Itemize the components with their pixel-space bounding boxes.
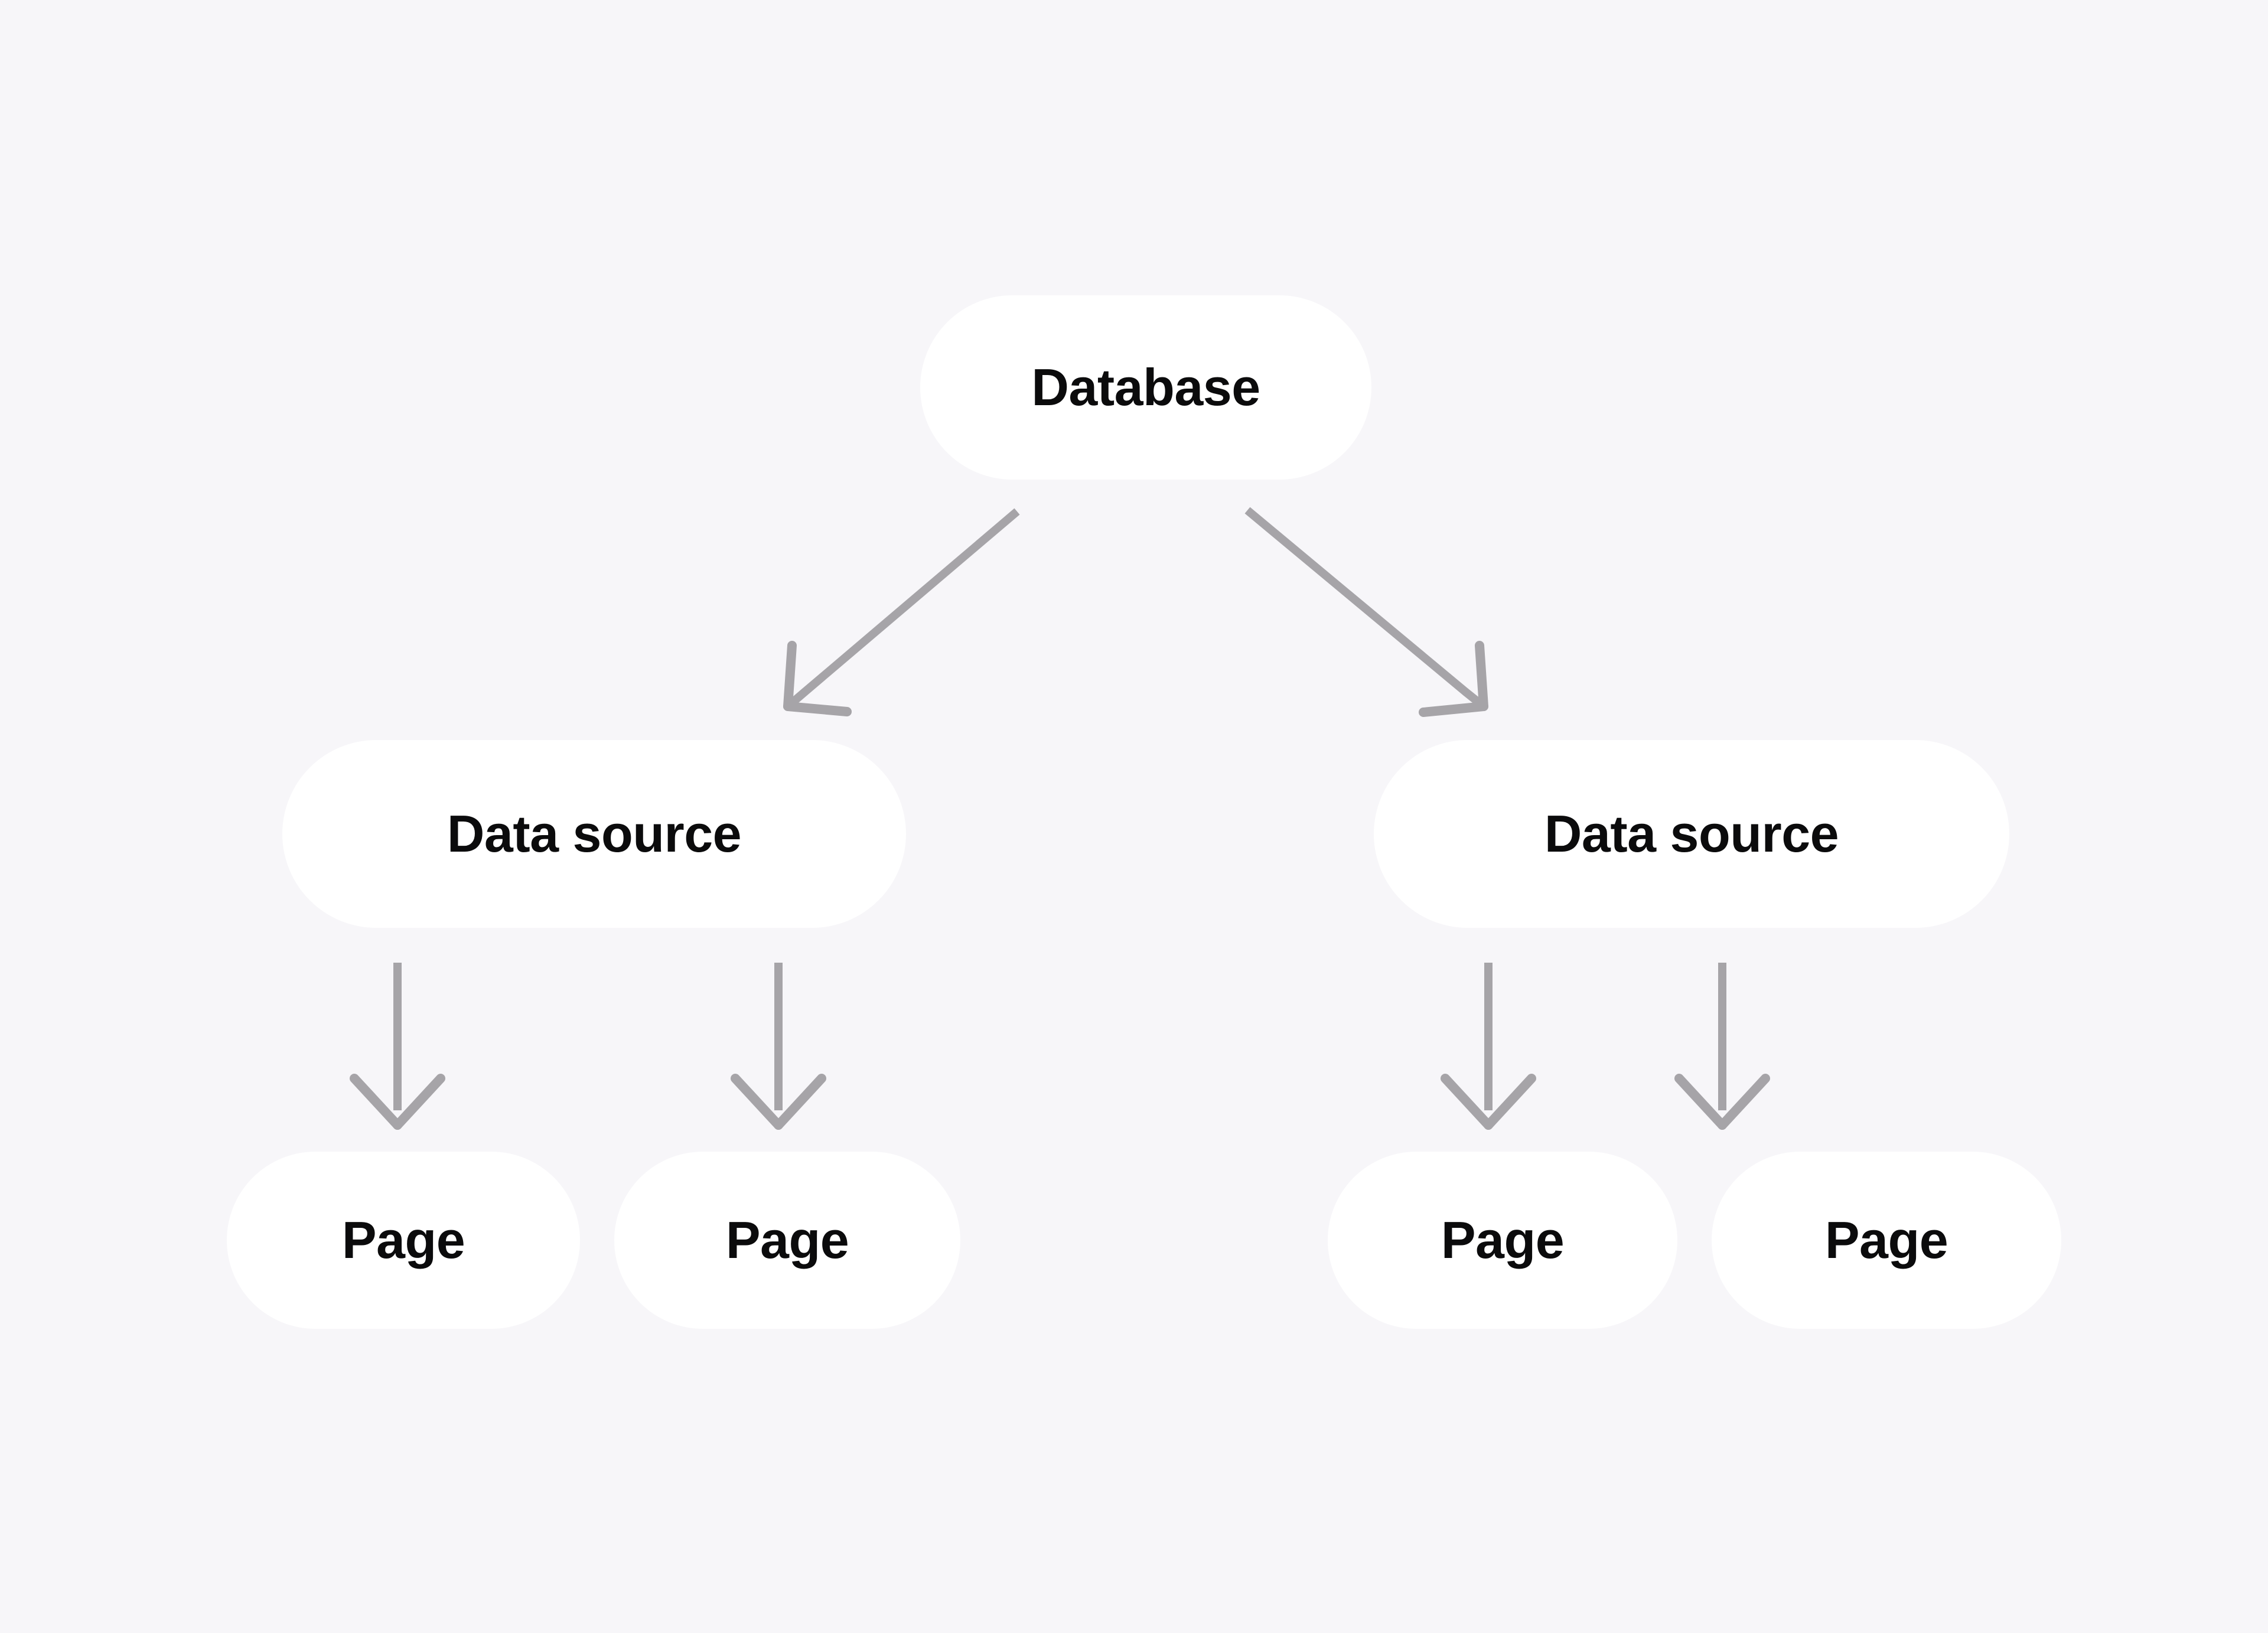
node-page-4[interactable]: Page (1712, 1152, 2061, 1329)
edge-database-to-datasource-left (783, 508, 1020, 716)
node-page-1-label: Page (341, 1211, 465, 1269)
arrowhead-wing-right (1718, 1074, 1770, 1130)
arrowhead-wing-left (1674, 1074, 1727, 1130)
arrowhead-wing-right (774, 1074, 826, 1130)
node-page-3[interactable]: Page (1328, 1152, 1677, 1329)
arrowhead-wing-right (1484, 1074, 1536, 1130)
arrowhead-wing-left (350, 1074, 402, 1130)
node-page-3-label: Page (1441, 1211, 1565, 1269)
node-datasource-left-label: Data source (447, 804, 742, 863)
edge-datasource-right-to-page-4 (1674, 963, 1770, 1130)
node-database-label: Database (1031, 358, 1260, 416)
arrowhead-wing-upper (783, 641, 797, 711)
arrowhead-wing-right (393, 1074, 445, 1130)
node-datasource-left[interactable]: Data source (282, 740, 906, 928)
edge-datasource-left-to-page-2 (731, 963, 826, 1130)
node-datasource-right[interactable]: Data source (1374, 740, 2009, 928)
arrowhead-wing-lower (1419, 702, 1488, 717)
arrowhead-tip (784, 688, 809, 710)
arrowhead-wing-left (1441, 1074, 1493, 1130)
node-datasource-right-label: Data source (1544, 804, 1839, 863)
arrowhead-wing-upper (1475, 641, 1488, 711)
arrowhead-tip (1462, 688, 1488, 710)
edge-line (1244, 507, 1469, 696)
edge-datasource-left-to-page-1 (350, 963, 445, 1130)
arrowhead-wing-lower (783, 702, 852, 716)
node-page-2-label: Page (725, 1211, 849, 1269)
edge-datasource-right-to-page-3 (1441, 963, 1536, 1130)
node-page-4-label: Page (1824, 1211, 1948, 1269)
node-page-1[interactable]: Page (227, 1152, 580, 1329)
edge-database-to-datasource-right (1244, 507, 1488, 717)
arrowhead-wing-left (731, 1074, 783, 1130)
edge-line (801, 508, 1020, 696)
node-page-2[interactable]: Page (614, 1152, 960, 1329)
node-database[interactable]: Database (920, 295, 1371, 480)
